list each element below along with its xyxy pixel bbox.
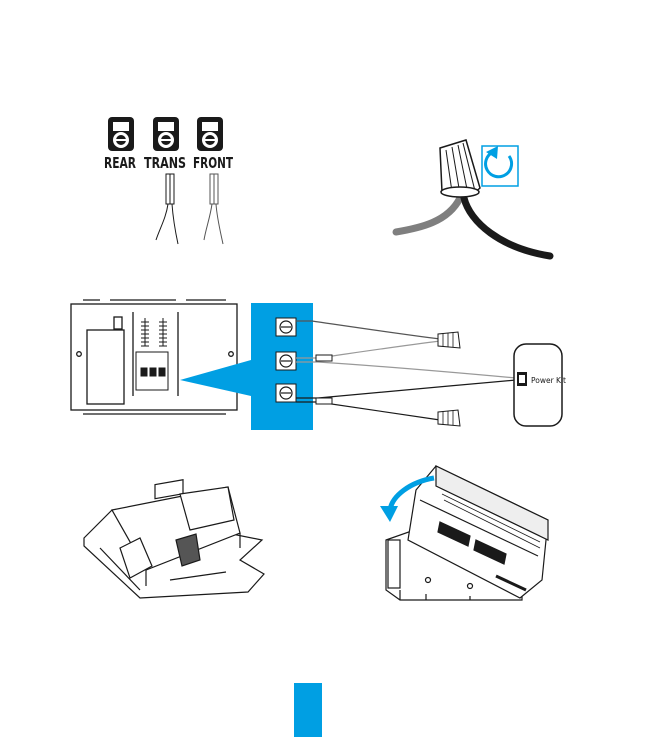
screw-terminal-middle xyxy=(276,352,296,370)
front-wire-pair xyxy=(204,174,223,244)
wire-nut-diagram xyxy=(396,140,550,256)
screw-terminal-top xyxy=(276,318,296,336)
trans-wire-pair xyxy=(156,174,178,244)
terminal-diagram: REAR TRANS FRONT xyxy=(104,117,234,244)
power-kit-module: Power Kit xyxy=(514,344,566,426)
rear-terminal-icon xyxy=(108,117,134,151)
page-number-tab xyxy=(294,683,322,737)
chime-wiring-diagram: Power Kit xyxy=(71,300,566,430)
rotate-clockwise-icon xyxy=(482,146,518,186)
rear-label: REAR xyxy=(104,154,136,172)
chime-wires xyxy=(296,321,516,420)
chime-cover-diagram xyxy=(380,466,548,600)
wire-nut-icon xyxy=(440,140,480,197)
trans-terminal-icon xyxy=(153,117,179,151)
front-label: FRONT xyxy=(193,154,234,172)
chime-terminal-block xyxy=(136,352,168,390)
gray-wire xyxy=(396,198,460,232)
wire-nut-upper-icon xyxy=(438,332,460,348)
power-kit-label: Power Kit xyxy=(531,376,566,385)
chime-isometric-view xyxy=(84,480,264,598)
trans-label: TRANS xyxy=(144,154,186,172)
black-wire xyxy=(464,198,550,256)
front-terminal-icon xyxy=(197,117,223,151)
wire-nut-lower-icon xyxy=(438,410,460,426)
screw-terminal-bottom xyxy=(276,384,296,402)
